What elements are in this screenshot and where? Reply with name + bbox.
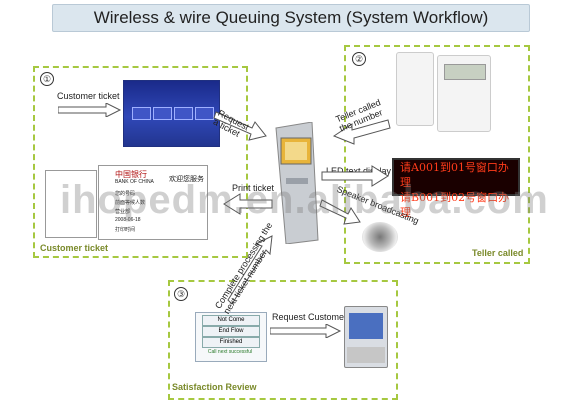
panel-teller-called (344, 45, 530, 264)
ticket-stub-image (45, 170, 97, 238)
paper-ticket-image: 中国银行 BANK OF CHINA 欢迎您服务 您的号码 前面等候人数 营业部… (98, 165, 208, 240)
review-panel: Not Come End Flow Finished Call next suc… (195, 312, 267, 362)
evaluator-screen (349, 313, 383, 339)
review-status-text: Call next successful (207, 349, 253, 355)
wireless-keypad-image (437, 55, 491, 132)
screen-label: Customer ticket (57, 91, 120, 101)
diagram-title: Wireless & wire Queuing System (System W… (52, 4, 530, 32)
keypad-display (444, 64, 486, 80)
finished-button[interactable]: Finished (202, 337, 260, 348)
screen-tile (195, 107, 214, 120)
panel-caption-teller-called: Teller called (472, 248, 524, 258)
evaluator-device-image (344, 306, 388, 368)
panel-customer-ticket (33, 66, 248, 258)
arrow-to-screen-icon (58, 103, 122, 117)
not-come-button[interactable]: Not Come (202, 315, 260, 326)
led-label: LED text display (326, 166, 392, 176)
wired-keypad-image (396, 52, 434, 126)
teller-call-arrow-icon (332, 119, 391, 145)
panel-number-2: ② (352, 52, 366, 66)
led-display: 请A001到01号窗口办理 请B001到02号窗口办理 (392, 158, 520, 219)
print-ticket-arrow-icon (223, 193, 273, 215)
touch-screen-image (123, 80, 220, 147)
arrow-to-evaluator-icon (270, 324, 342, 338)
led-line-2: 请B001到02号窗口办理 (400, 191, 510, 219)
panel-number-3: ③ (174, 287, 188, 301)
ticket-line: 营业部 (115, 209, 131, 215)
ticket-line: 打印时间 (115, 227, 136, 233)
panel-caption-customer-ticket: Customer ticket (40, 243, 109, 253)
screen-tile (132, 107, 151, 120)
screen-tile (174, 107, 193, 120)
speaker-arrow-icon (319, 199, 361, 225)
screen-tile (153, 107, 172, 120)
ticket-bank-name: 中国银行 (115, 170, 147, 179)
print-ticket-label: Print ticket (232, 183, 275, 193)
complete-arrow-icon (227, 235, 273, 305)
led-line-1: 请A001到01号窗口办理 (400, 161, 509, 189)
speaker-image (362, 222, 398, 252)
panel-caption-satisfaction: Satisfaction Review (172, 382, 257, 392)
evaluator-base (347, 347, 385, 363)
request-ticket-arrow-icon (213, 111, 267, 141)
ticket-line: 2008-06-18 (115, 217, 141, 223)
ticket-service: 欢迎您服务 (169, 176, 204, 183)
queue-kiosk-image (275, 122, 319, 244)
ticket-line: 前面等候人数 (115, 200, 146, 206)
end-flow-button[interactable]: End Flow (202, 326, 260, 337)
watermark: ihopedm.en.alibaba.com (60, 178, 549, 222)
panel-number-1: ① (40, 72, 54, 86)
panel-satisfaction-review (168, 280, 398, 400)
ticket-line: 您的号码 (115, 191, 136, 197)
request-customer-label: Request Customer (272, 312, 348, 322)
ticket-bank-english: BANK OF CHINA (115, 179, 154, 185)
led-arrow-icon (321, 165, 389, 187)
